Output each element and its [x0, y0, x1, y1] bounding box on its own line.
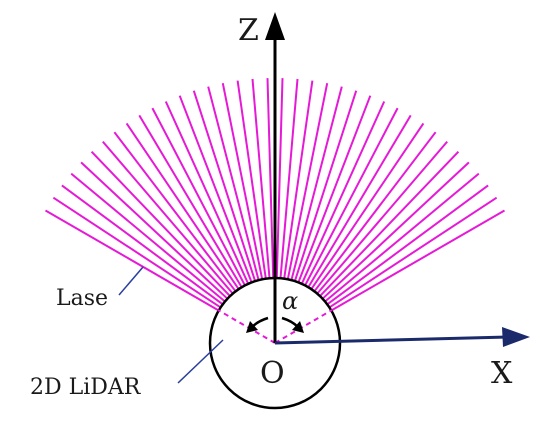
laser-beam: [178, 95, 253, 283]
laser-beam: [275, 78, 284, 279]
laser-beam: [44, 209, 220, 312]
laser-beam: [102, 140, 234, 295]
laser-beam: [290, 86, 343, 281]
laser-beam: [316, 140, 448, 295]
laser-beam: [328, 196, 498, 309]
angle-alpha-label: α: [282, 287, 298, 315]
x-axis-arrowhead: [502, 327, 530, 347]
laser-beam: [151, 107, 246, 286]
angle-arrowhead-left: [246, 321, 258, 333]
laser-beam: [304, 107, 399, 286]
x-axis-line: [274, 335, 509, 345]
scan-boundary-left: [217, 309, 276, 344]
laser-beam: [326, 184, 489, 306]
laser-beam: [310, 122, 425, 290]
angle-arc-left: [251, 316, 269, 328]
laser-beam: [52, 196, 222, 309]
device-callout-line: [177, 339, 224, 384]
x-axis-label: X: [491, 356, 513, 391]
scan-boundary-right: [274, 309, 333, 344]
lidar-device-label: 2D LiDAR: [30, 375, 142, 400]
laser-beam: [307, 114, 412, 288]
laser-callout-line: [118, 266, 144, 296]
laser-beam: [164, 101, 250, 285]
z-axis-arrowhead: [265, 12, 285, 40]
laser-beam: [321, 161, 470, 300]
laser-beam-fan: [44, 78, 506, 312]
laser-beam: [113, 131, 237, 292]
laser-beam: [300, 101, 386, 285]
laser-beam: [279, 78, 299, 279]
laser-beam: [192, 90, 257, 282]
laser-beam: [70, 172, 226, 303]
laser-beam: [221, 83, 264, 280]
z-axis-label: Z: [238, 13, 259, 48]
laser-beam: [266, 78, 275, 279]
laser-beam: [293, 90, 358, 282]
laser-beam: [236, 80, 267, 279]
laser-beam: [324, 172, 480, 303]
laser-beam: [207, 86, 260, 281]
laser-beam: [251, 78, 271, 279]
laser-beam: [319, 151, 460, 297]
laser-beam: [283, 80, 314, 279]
laser-beam: [297, 95, 372, 283]
laser-label: Lase: [56, 286, 108, 311]
laser-beam: [286, 83, 329, 280]
laser-beam: [90, 151, 231, 297]
laser-beam: [61, 184, 224, 306]
angle-arrowhead-right: [292, 321, 304, 333]
laser-beam: [80, 161, 229, 300]
angle-arc-right: [281, 316, 299, 328]
laser-beam: [125, 122, 240, 290]
laser-beam: [313, 131, 437, 292]
laser-beam: [138, 114, 243, 288]
origin-label: O: [260, 356, 285, 391]
laser-beam: [330, 209, 506, 312]
